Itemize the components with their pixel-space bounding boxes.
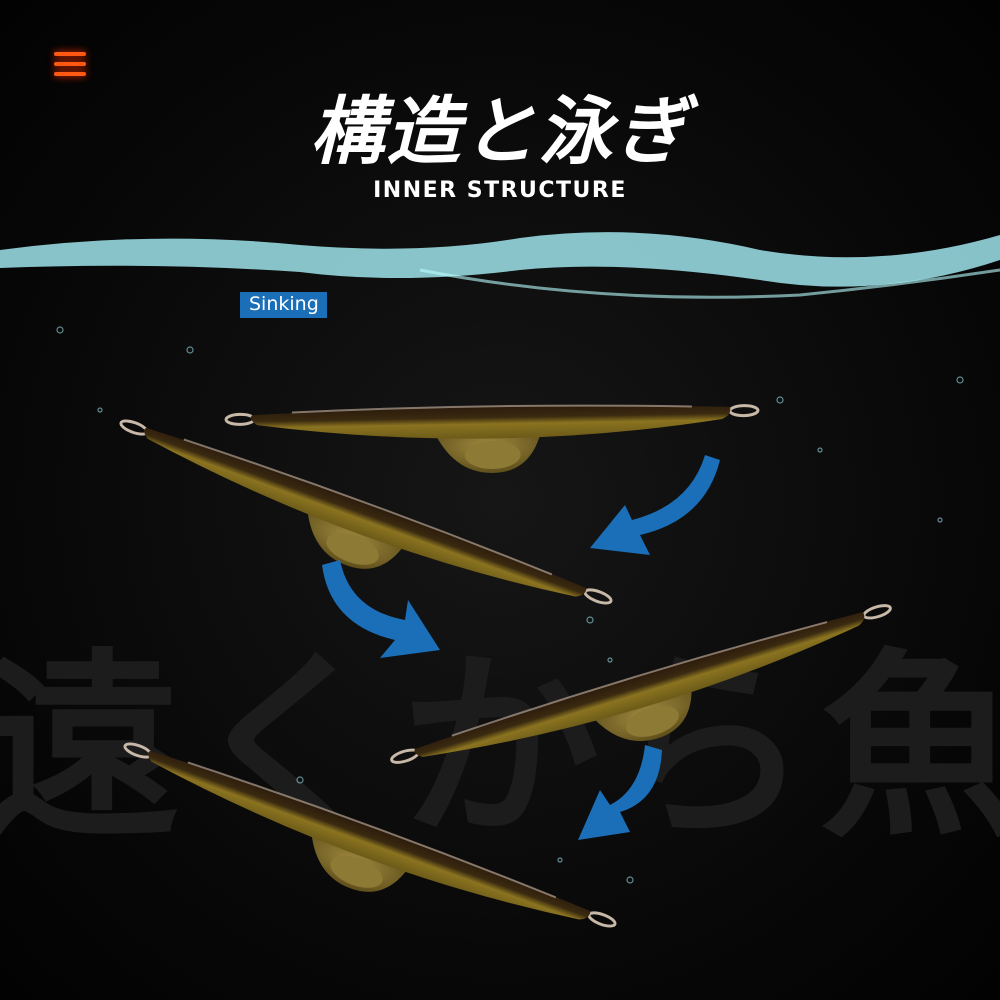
background-watermark-text: 遠くから魚 [0, 630, 1000, 865]
page-title: 構造と泳ぎ [310, 89, 690, 175]
lure-1 [224, 399, 761, 480]
sinking-badge: Sinking [240, 292, 327, 318]
hamburger-menu-icon[interactable] [54, 52, 86, 78]
water-surface [0, 232, 1000, 299]
page-subtitle: INNER STRUCTURE [373, 178, 627, 203]
arrow-icon [578, 745, 662, 840]
sinking-arrows [322, 455, 720, 840]
lure-4 [104, 736, 620, 980]
arrow-icon [322, 560, 440, 658]
arrow-icon [590, 455, 720, 555]
bubbles [56, 326, 964, 884]
